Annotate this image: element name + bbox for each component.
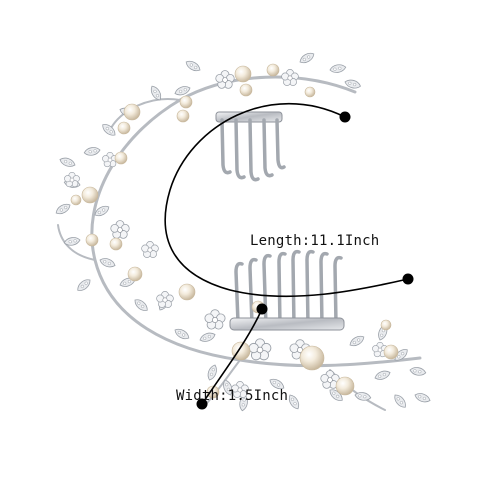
length-start-dot bbox=[339, 111, 351, 123]
pearls bbox=[70, 63, 399, 399]
width-label: Width:1.5Inch bbox=[176, 388, 289, 404]
upper-comb bbox=[215, 111, 286, 182]
width-start-dot bbox=[256, 303, 268, 315]
width-measure-line bbox=[196, 303, 268, 410]
length-end-dot bbox=[402, 273, 414, 285]
length-measure-line bbox=[164, 102, 414, 298]
width-end-dot bbox=[196, 398, 208, 410]
lower-comb bbox=[229, 249, 345, 331]
length-label: Length:11.1Inch bbox=[250, 233, 380, 249]
